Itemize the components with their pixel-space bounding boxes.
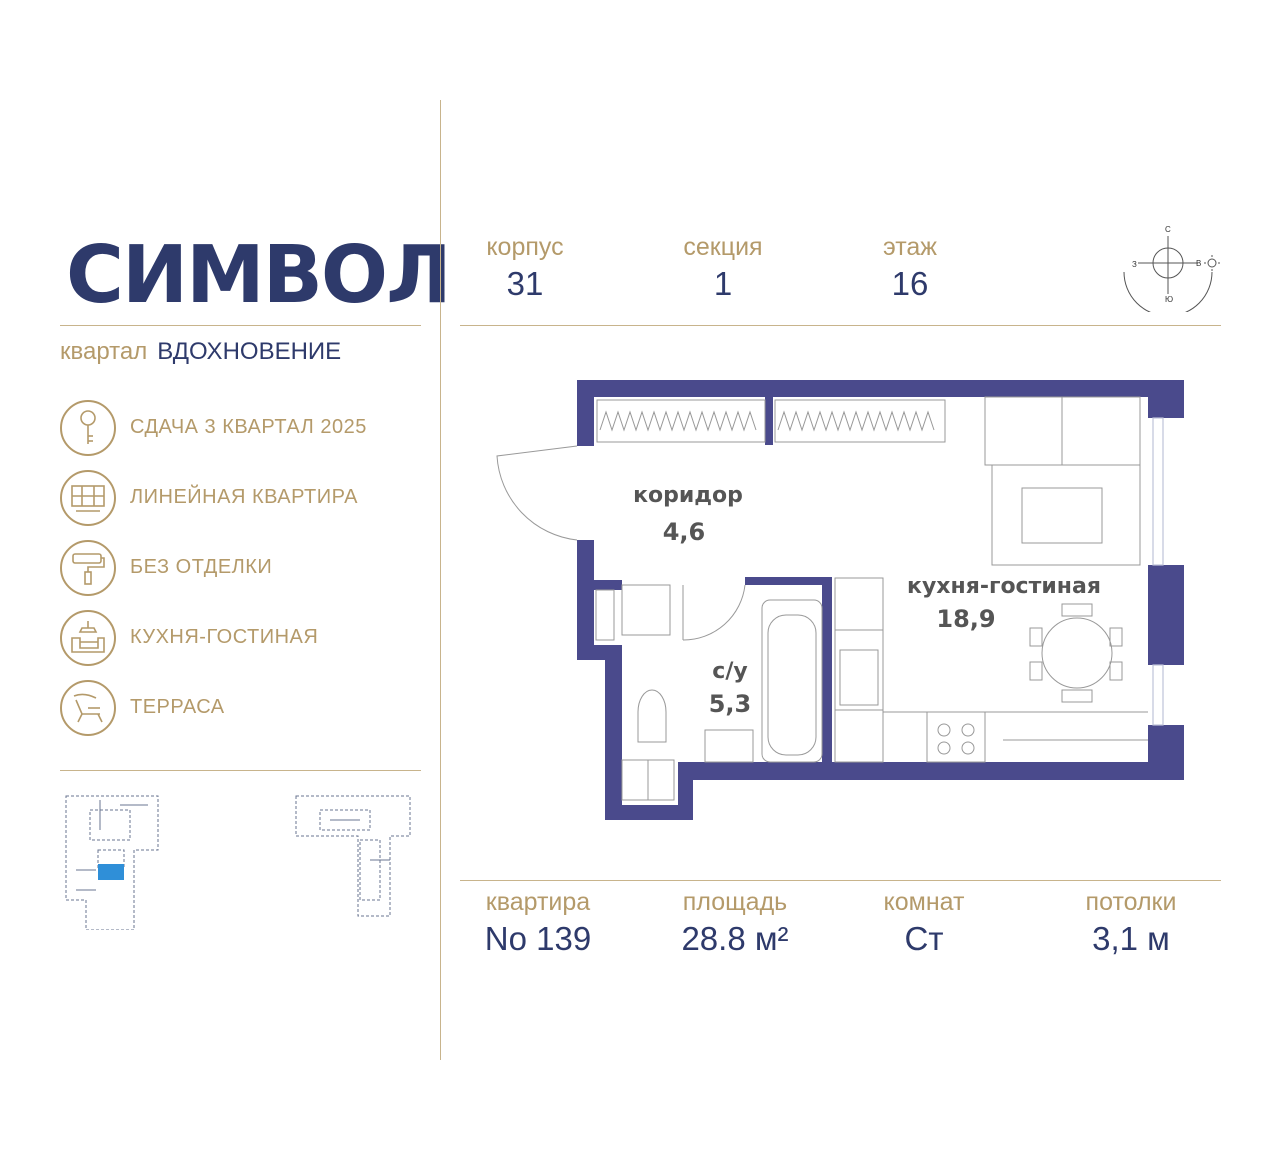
- compass-icon: С З В Ю: [1123, 225, 1220, 312]
- feature-layout: ЛИНЕЙНАЯ КВАРТИРА: [60, 470, 400, 530]
- window-icon: [60, 470, 116, 526]
- compass-east: В: [1196, 259, 1201, 268]
- column-divider: [440, 100, 441, 1060]
- feature-handover: СДАЧА 3 КВАРТАЛ 2025: [60, 400, 400, 460]
- ceiling-label: потолки: [1085, 888, 1177, 916]
- apartment-info: квартира No 139: [458, 887, 618, 959]
- room-kitchen-living-area: 18,9: [936, 605, 995, 633]
- feature-label: ТЕРРАСА: [130, 696, 225, 718]
- walls: [577, 380, 1184, 820]
- area-info: площадь 28.8 м²: [655, 887, 815, 959]
- floor-label: этаж: [882, 233, 937, 261]
- apartment-value: No 139: [484, 920, 592, 957]
- key-icon: [60, 400, 116, 456]
- room-bathroom-name: с/у: [712, 659, 747, 684]
- rooms-value: Ст: [904, 920, 944, 957]
- feature-label: ЛИНЕЙНАЯ КВАРТИРА: [130, 486, 358, 508]
- paint-roller-icon: [60, 540, 116, 596]
- district-name: ВДОХНОВЕНИЕ: [157, 338, 342, 365]
- building-minimap: [65, 795, 411, 930]
- apartment-highlight: [98, 864, 124, 880]
- room-bathroom-area: 5,3: [709, 690, 752, 718]
- apartment-label: квартира: [485, 888, 591, 916]
- district-prefix: квартал: [60, 338, 148, 365]
- district-subtitle: квартал ВДОХНОВЕНИЕ: [60, 338, 341, 366]
- armchair-lamp-icon: [60, 610, 116, 666]
- room-corridor-name: коридор: [633, 483, 743, 508]
- building-value: 31: [506, 265, 544, 302]
- terrace-chair-icon: [60, 680, 116, 736]
- floor-value: 16: [891, 265, 929, 302]
- feature-label: БЕЗ ОТДЕЛКИ: [130, 556, 273, 578]
- area-label: площадь: [682, 888, 788, 916]
- building-info: корпус 31: [445, 232, 605, 304]
- compass-west: З: [1132, 260, 1137, 269]
- section-info: секция 1: [643, 232, 803, 304]
- compass-south: Ю: [1165, 295, 1173, 304]
- feature-label: КУХНЯ-ГОСТИНАЯ: [130, 626, 319, 648]
- floor-plan: коридор 4,6 кухня-гостиная 18,9 с/у 5,3: [496, 380, 1184, 820]
- room-corridor-area: 4,6: [663, 518, 706, 546]
- area-value: 28.8 м²: [681, 920, 789, 957]
- logo-divider: [60, 325, 421, 326]
- section-label: секция: [683, 233, 763, 261]
- compass-north: С: [1165, 225, 1171, 234]
- floor-info: этаж 16: [830, 232, 990, 304]
- footer-divider: [460, 880, 1221, 881]
- room-kitchen-living-name: кухня-гостиная: [907, 574, 1101, 599]
- feature-finish: БЕЗ ОТДЕЛКИ: [60, 540, 400, 600]
- rooms-label: комнат: [883, 888, 965, 916]
- building-label: корпус: [486, 233, 564, 261]
- feature-kitchen-living: КУХНЯ-ГОСТИНАЯ: [60, 610, 400, 670]
- feature-label: СДАЧА 3 КВАРТАЛ 2025: [130, 416, 367, 438]
- ceiling-value: 3,1 м: [1092, 920, 1170, 957]
- features-divider: [60, 770, 421, 771]
- rooms-info: комнат Ст: [844, 887, 1004, 959]
- logo: СИМВОЛ: [66, 229, 452, 321]
- header-divider: [460, 325, 1221, 326]
- ceiling-info: потолки 3,1 м: [1051, 887, 1211, 959]
- feature-terrace: ТЕРРАСА: [60, 680, 400, 740]
- section-value: 1: [713, 265, 733, 302]
